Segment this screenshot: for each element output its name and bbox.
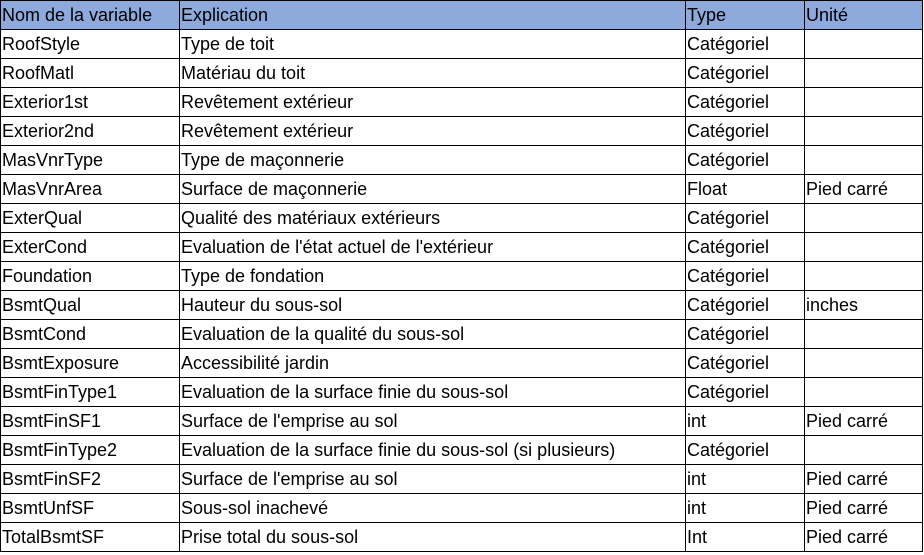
- cell-type: Catégoriel: [685, 290, 805, 320]
- table-row: Foundation Type de fondation Catégoriel: [0, 261, 923, 291]
- header-row: Nom de la variable Explication Type Unit…: [0, 0, 923, 30]
- header-type: Type: [685, 0, 805, 30]
- cell-type: Catégoriel: [685, 203, 805, 233]
- cell-explication: Evaluation de l'état actuel de l'extérie…: [179, 232, 686, 262]
- cell-name: BsmtCond: [0, 319, 180, 349]
- table-row: MasVnrType Type de maçonnerie Catégoriel: [0, 145, 923, 175]
- cell-explication: Evaluation de la qualité du sous-sol: [179, 319, 686, 349]
- cell-explication: Revêtement extérieur: [179, 116, 686, 146]
- table-row: BsmtCond Evaluation de la qualité du sou…: [0, 319, 923, 349]
- cell-name: ExterCond: [0, 232, 180, 262]
- cell-type: int: [685, 493, 805, 523]
- cell-unit: [804, 87, 923, 117]
- cell-name: MasVnrType: [0, 145, 180, 175]
- cell-name: MasVnrArea: [0, 174, 180, 204]
- table-row: BsmtFinType1 Evaluation de la surface fi…: [0, 377, 923, 407]
- cell-unit: Pied carré: [804, 174, 923, 204]
- cell-unit: [804, 145, 923, 175]
- cell-name: BsmtUnfSF: [0, 493, 180, 523]
- cell-name: BsmtQual: [0, 290, 180, 320]
- cell-unit: [804, 232, 923, 262]
- table-row: ExterQual Qualité des matériaux extérieu…: [0, 203, 923, 233]
- table-row: RoofMatl Matériau du toit Catégoriel: [0, 58, 923, 88]
- header-name: Nom de la variable: [0, 0, 180, 30]
- cell-name: ExterQual: [0, 203, 180, 233]
- cell-explication: Surface de l'emprise au sol: [179, 464, 686, 494]
- cell-unit: [804, 203, 923, 233]
- cell-explication: Sous-sol inachevé: [179, 493, 686, 523]
- cell-type: Catégoriel: [685, 116, 805, 146]
- table-row: BsmtQual Hauteur du sous-sol Catégoriel …: [0, 290, 923, 320]
- table-row: Exterior2nd Revêtement extérieur Catégor…: [0, 116, 923, 146]
- table-row: BsmtFinSF2 Surface de l'emprise au sol i…: [0, 464, 923, 494]
- cell-type: Float: [685, 174, 805, 204]
- cell-unit: Pied carré: [804, 406, 923, 436]
- table-row: RoofStyle Type de toit Catégoriel: [0, 29, 923, 59]
- cell-type: Catégoriel: [685, 435, 805, 465]
- table-row: TotalBsmtSF Prise total du sous-sol Int …: [0, 522, 923, 552]
- cell-unit: Pied carré: [804, 464, 923, 494]
- cell-type: Catégoriel: [685, 145, 805, 175]
- header-unit: Unité: [804, 0, 923, 30]
- cell-explication: Accessibilité jardin: [179, 348, 686, 378]
- cell-unit: [804, 58, 923, 88]
- cell-name: RoofMatl: [0, 58, 180, 88]
- cell-type: Catégoriel: [685, 58, 805, 88]
- cell-name: BsmtFinType2: [0, 435, 180, 465]
- table-body: RoofStyle Type de toit Catégoriel RoofMa…: [0, 29, 923, 552]
- cell-type: Catégoriel: [685, 377, 805, 407]
- cell-unit: [804, 29, 923, 59]
- cell-name: RoofStyle: [0, 29, 180, 59]
- cell-explication: Evaluation de la surface finie du sous-s…: [179, 435, 686, 465]
- table-row: BsmtFinSF1 Surface de l'emprise au sol i…: [0, 406, 923, 436]
- cell-explication: Surface de l'emprise au sol: [179, 406, 686, 436]
- cell-explication: Hauteur du sous-sol: [179, 290, 686, 320]
- cell-unit: [804, 435, 923, 465]
- cell-type: Catégoriel: [685, 261, 805, 291]
- table-row: BsmtExposure Accessibilité jardin Catégo…: [0, 348, 923, 378]
- cell-type: Catégoriel: [685, 87, 805, 117]
- cell-explication: Prise total du sous-sol: [179, 522, 686, 552]
- cell-type: int: [685, 406, 805, 436]
- cell-name: Foundation: [0, 261, 180, 291]
- cell-explication: Type de fondation: [179, 261, 686, 291]
- cell-type: Catégoriel: [685, 348, 805, 378]
- table-row: MasVnrArea Surface de maçonnerie Float P…: [0, 174, 923, 204]
- cell-name: TotalBsmtSF: [0, 522, 180, 552]
- table-row: BsmtUnfSF Sous-sol inachevé int Pied car…: [0, 493, 923, 523]
- cell-unit: Pied carré: [804, 522, 923, 552]
- cell-type: Int: [685, 522, 805, 552]
- table-header: Nom de la variable Explication Type Unit…: [0, 0, 923, 30]
- cell-name: BsmtFinSF2: [0, 464, 180, 494]
- cell-explication: Matériau du toit: [179, 58, 686, 88]
- cell-type: Catégoriel: [685, 232, 805, 262]
- cell-explication: Revêtement extérieur: [179, 87, 686, 117]
- cell-unit: inches: [804, 290, 923, 320]
- cell-explication: Type de toit: [179, 29, 686, 59]
- cell-type: Catégoriel: [685, 29, 805, 59]
- cell-name: Exterior1st: [0, 87, 180, 117]
- cell-name: BsmtFinType1: [0, 377, 180, 407]
- table-row: BsmtFinType2 Evaluation de la surface fi…: [0, 435, 923, 465]
- cell-unit: Pied carré: [804, 493, 923, 523]
- table-row: ExterCond Evaluation de l'état actuel de…: [0, 232, 923, 262]
- cell-unit: [804, 319, 923, 349]
- cell-name: Exterior2nd: [0, 116, 180, 146]
- header-explication: Explication: [179, 0, 686, 30]
- cell-unit: [804, 377, 923, 407]
- cell-type: int: [685, 464, 805, 494]
- cell-explication: Type de maçonnerie: [179, 145, 686, 175]
- cell-explication: Evaluation de la surface finie du sous-s…: [179, 377, 686, 407]
- cell-type: Catégoriel: [685, 319, 805, 349]
- cell-explication: Surface de maçonnerie: [179, 174, 686, 204]
- cell-unit: [804, 261, 923, 291]
- cell-name: BsmtFinSF1: [0, 406, 180, 436]
- cell-explication: Qualité des matériaux extérieurs: [179, 203, 686, 233]
- cell-unit: [804, 116, 923, 146]
- table-row: Exterior1st Revêtement extérieur Catégor…: [0, 87, 923, 117]
- cell-unit: [804, 348, 923, 378]
- cell-name: BsmtExposure: [0, 348, 180, 378]
